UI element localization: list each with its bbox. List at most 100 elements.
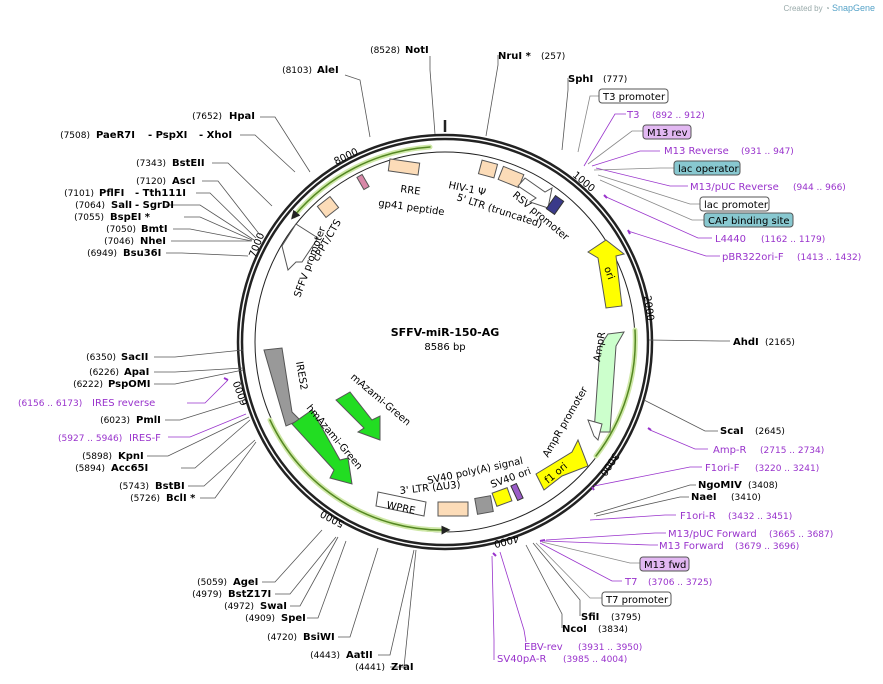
primer-leaders xyxy=(168,113,720,660)
ires2-feature xyxy=(263,347,301,427)
primer-ebv-rev-range: (3931 .. 3950) xyxy=(578,643,642,653)
box-leaders xyxy=(535,95,704,599)
ltr3-label: 3' LTR (ΔU3) xyxy=(399,480,461,497)
gp41-feature xyxy=(356,173,370,191)
site-pos-bspei: (7055) xyxy=(74,213,104,223)
site-pos-bstbi: (5743) xyxy=(119,482,149,492)
site-bsiwi: BsiWI xyxy=(303,632,335,643)
t7-promoter-box: T7 promoter xyxy=(605,595,669,606)
ori-arrow xyxy=(587,239,626,309)
site-ncoi: NcoI xyxy=(562,624,587,635)
lac-promoter-box: lac promoter xyxy=(704,200,769,211)
site-acc65i: Acc65I xyxy=(111,463,148,474)
cppt-feature xyxy=(316,195,340,219)
site-pflfi: PflFI xyxy=(99,188,124,199)
sv40-small-feature xyxy=(510,482,524,502)
site-spei: SpeI xyxy=(281,613,306,624)
site-pos-kpni: (5898) xyxy=(82,452,112,462)
site-sali: SalI xyxy=(111,200,132,211)
site-pspomi: PspOMI xyxy=(108,379,150,390)
site-nhei: NheI xyxy=(140,236,166,247)
site-pos-naei: (3410) xyxy=(731,493,761,503)
site-pos-apai: (6226) xyxy=(89,368,119,378)
site-agei: AgeI xyxy=(233,577,258,588)
site-pos-bsu36i: (6949) xyxy=(87,249,117,259)
primer-f1ori-f: F1ori-F xyxy=(705,463,740,474)
ampr-arrow xyxy=(593,331,625,433)
site-bsteii: BstEII xyxy=(172,158,205,169)
primer-pbr322ori-f: pBR322ori-F xyxy=(722,252,784,263)
ampr-label: AmpR xyxy=(592,331,608,362)
primer-m13-puc-forward-range: (3665 .. 3687) xyxy=(769,530,833,540)
site-asci: AscI xyxy=(172,176,195,187)
primer-f1ori-f-range: (3220 .. 3241) xyxy=(755,464,819,474)
site-paer7i: PaeR7I xyxy=(96,130,135,141)
site-sphi: SphI xyxy=(568,74,593,85)
primer-labels: T3 (892 .. 912) M13 Reverse (931 .. 947)… xyxy=(18,110,861,665)
site-pos-bmti: (7050) xyxy=(106,225,136,235)
site-pos-sali: (7064) xyxy=(75,201,105,211)
site-pspxi: - PspXI xyxy=(148,130,187,141)
credit: Created by ◔ SnapGene xyxy=(784,3,876,13)
primer-t7-range: (3706 .. 3725) xyxy=(648,578,712,588)
site-scai: ScaI xyxy=(720,426,744,437)
lac-operator-box: lac operator xyxy=(678,164,739,175)
sffv-promoter-arrow xyxy=(281,223,319,271)
site-pos-pspomi: (6222) xyxy=(73,380,103,390)
site-pos-bsiwi: (4720) xyxy=(267,633,297,643)
site-apai: ApaI xyxy=(124,367,149,378)
site-pos-scai: (2645) xyxy=(755,427,785,437)
site-alei: AleI xyxy=(317,65,339,76)
right-enzyme-sites: NruI * (257) SphI (777) AhdI (2165) ScaI… xyxy=(498,51,795,635)
primer-t3-range: (892 .. 912) xyxy=(652,111,705,121)
plasmid-name: SFFV-miR-150-AG xyxy=(391,326,500,339)
rsv-promoter-arrow xyxy=(517,177,553,209)
primer-t3: T3 xyxy=(626,110,639,121)
backbone-inner-ring xyxy=(240,137,650,547)
primer-sv40pa-r-range: (3985 .. 4004) xyxy=(563,655,627,665)
site-pos-alei: (8103) xyxy=(282,66,312,76)
site-pos-bsteii: (7343) xyxy=(136,159,166,169)
primer-m13-reverse: M13 Reverse xyxy=(664,146,729,157)
fragment-arcs xyxy=(267,144,638,535)
site-kpni: KpnI xyxy=(118,451,144,462)
site-hpai: HpaI xyxy=(229,111,255,122)
m13-rev-box: M13 rev xyxy=(647,128,688,139)
site-tth111i: - Tth111I xyxy=(135,188,186,199)
site-ngomiv: NgoMIV xyxy=(698,480,742,491)
enzyme-leaders xyxy=(147,55,730,668)
site-sfii: SfiI xyxy=(581,612,599,623)
cap-feature xyxy=(545,194,565,216)
sv40-ori-feature xyxy=(491,487,513,507)
site-pos-nhei: (7046) xyxy=(104,237,134,247)
hmazami-green-arrow xyxy=(291,409,353,485)
ltr3-feature xyxy=(437,501,469,517)
site-bmti: BmtI xyxy=(141,224,168,235)
primer-m13-forward: M13 Forward xyxy=(659,541,724,552)
site-pos-ncoi: (3834) xyxy=(598,625,628,635)
site-pos-pflfi: (7101) xyxy=(64,189,94,199)
site-pos-swai: (4972) xyxy=(224,602,254,612)
rre-feature xyxy=(387,158,421,176)
ampr-promoter-label: AmpR promoter xyxy=(541,384,591,459)
primer-pbr322ori-f-range: (1413 .. 1432) xyxy=(797,253,861,263)
cap-binding-box: CAP binding site xyxy=(708,216,790,227)
site-pos-asci: (7120) xyxy=(136,177,166,187)
primer-m13-puc-reverse: M13/pUC Reverse xyxy=(690,182,779,193)
mazami-green-arrow xyxy=(335,391,381,441)
primer-ires-f-range: (5927 .. 5946) xyxy=(58,434,122,444)
sv40-polya-feature xyxy=(474,495,494,515)
site-pos-noti: (8528) xyxy=(370,46,400,56)
primer-ires-reverse-range: (6156 .. 6173) xyxy=(18,399,82,409)
primer-sv40pa-r: SV40pA-R xyxy=(497,654,546,665)
hiv-psi-feature xyxy=(477,159,499,179)
site-nrui: NruI * xyxy=(498,51,532,62)
snapgene-logo-icon: ◔ xyxy=(824,4,830,13)
t3-promoter-box: T3 promoter xyxy=(602,92,666,103)
wpre-feature xyxy=(375,491,427,517)
f1-ori-arrow xyxy=(535,438,589,491)
site-pos-ahdi: (2165) xyxy=(765,338,795,348)
site-pos-agei: (5059) xyxy=(197,578,227,588)
site-bstbi: BstBI xyxy=(155,481,185,492)
